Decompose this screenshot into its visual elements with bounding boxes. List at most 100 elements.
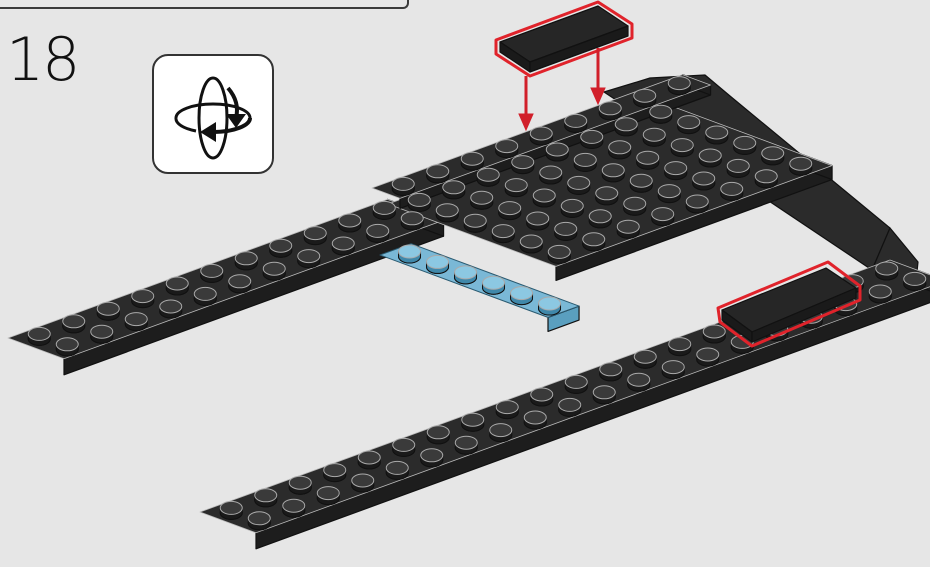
upper-plate-top xyxy=(8,199,444,358)
lower-plate-stud-top xyxy=(559,398,581,411)
back-plate-stud-top xyxy=(668,77,690,90)
center-plate-stud-top xyxy=(790,157,812,170)
lower-plate-stud-top xyxy=(703,325,725,338)
upper-plate-stud-top xyxy=(373,201,395,214)
upper-plate-stud-top xyxy=(56,338,78,351)
center-plate-stud-top xyxy=(492,225,514,238)
lower-plate-stud-top xyxy=(352,474,374,487)
lower-plate-stud-top xyxy=(565,375,587,388)
center-plate-stud-top xyxy=(540,166,562,179)
center-plate-stud-top xyxy=(658,185,680,198)
back-plate-stud-top xyxy=(530,127,552,140)
center-plate-stud-top xyxy=(721,182,743,195)
lower-plate-stud-top xyxy=(524,411,546,424)
blue-plate-stud-top xyxy=(483,276,505,289)
center-plate-stud-top xyxy=(678,116,700,129)
center-plate-stud-top xyxy=(436,204,458,217)
center-plate-stud-top xyxy=(512,156,534,169)
center-plate-stud-top xyxy=(589,210,611,223)
upper-plate-stud-top xyxy=(97,302,119,315)
upper-plate-stud-top xyxy=(298,250,320,263)
upper-plate-stud-top xyxy=(401,212,423,225)
center-plate-stud-top xyxy=(755,170,777,183)
center-plate-stud-top xyxy=(520,235,542,248)
back-plate-stud-top xyxy=(565,114,587,127)
upper-plate-stud-top xyxy=(132,290,154,303)
center-plate-stud-top xyxy=(505,179,527,192)
lower-plate-stud-top xyxy=(455,436,477,449)
center-plate-stud-top xyxy=(727,159,749,172)
center-plate-stud-top xyxy=(499,202,521,215)
lower-plate-stud-top xyxy=(393,438,415,451)
lower-plate-stud-top xyxy=(490,424,512,437)
upper-plate-stud-top xyxy=(332,237,354,250)
center-plate-stud-top xyxy=(548,245,570,258)
lower-plate-stud-top xyxy=(496,401,518,414)
lower-plate-stud-top xyxy=(593,386,615,399)
center-plate-stud-top xyxy=(637,151,659,164)
back-plate-stud-top xyxy=(461,152,483,165)
lower-plate-stud-top xyxy=(697,348,719,361)
back-plate-stud-top xyxy=(599,102,621,115)
center-plate-stud-top xyxy=(734,136,756,149)
back-plate-stud-top xyxy=(427,165,449,178)
lower-plate-stud-top xyxy=(628,373,650,386)
lower-plate-stud-top xyxy=(462,413,484,426)
center-plate-stud-top xyxy=(643,128,665,141)
center-plate-stud-top xyxy=(533,189,555,202)
upper-plate-stud-top xyxy=(367,224,389,237)
down-arrow-icon xyxy=(591,88,605,104)
lower-plate-stud-top xyxy=(220,501,242,514)
center-plate-stud-top xyxy=(561,199,583,212)
lower-plate-stud-top xyxy=(634,350,656,363)
center-plate-stud-top xyxy=(527,212,549,225)
lower-plate-stud-top xyxy=(876,262,898,275)
lower-plate-stud-top xyxy=(531,388,553,401)
blue-plate-stud-top xyxy=(399,245,421,258)
center-plate-stud-top xyxy=(477,168,499,181)
center-plate-stud-top xyxy=(699,149,721,162)
lower-plate-stud-top xyxy=(255,489,277,502)
center-plate-stud-top xyxy=(686,195,708,208)
lower-plate-stud-top xyxy=(317,487,339,500)
back-plate-stud-top xyxy=(392,177,414,190)
upper-plate-stud-top xyxy=(263,262,285,275)
center-plate-stud-top xyxy=(609,141,631,154)
center-plate-stud-top xyxy=(665,162,687,175)
center-plate-stud-top xyxy=(624,197,646,210)
upper-plate-stud-top xyxy=(270,239,292,252)
upper-plate-stud-top xyxy=(63,315,85,328)
lower-plate-stud-top xyxy=(669,338,691,351)
center-plate-stud-top xyxy=(596,187,618,200)
lower-plate-stud-top xyxy=(600,363,622,376)
center-plate-stud-top xyxy=(583,233,605,246)
down-arrow-icon xyxy=(519,114,533,130)
center-plate-stud-top xyxy=(762,147,784,160)
center-plate-stud-top xyxy=(464,214,486,227)
upper-plate-stud-top xyxy=(235,252,257,265)
upper-plate-stud-top xyxy=(229,275,251,288)
lower-plate-stud-top xyxy=(289,476,311,489)
center-plate-stud-top xyxy=(652,208,674,221)
lower-plate-stud-top xyxy=(324,464,346,477)
back-plate-stud-top xyxy=(634,89,656,102)
center-plate-stud-top xyxy=(671,139,693,152)
blue-plate-stud-top xyxy=(539,297,561,310)
lower-plate-stud-top xyxy=(869,285,891,298)
lower-plate-stud-top xyxy=(386,461,408,474)
upper-plate-stud-top xyxy=(339,214,361,227)
upper-plate-stud-top xyxy=(304,227,326,240)
lower-plate-stud-top xyxy=(283,499,305,512)
center-plate-stud-top xyxy=(706,126,728,139)
blue-plate-stud-top xyxy=(427,255,449,268)
center-plate-stud-top xyxy=(546,143,568,156)
center-plate-stud-top xyxy=(615,118,637,131)
upper-plate-stud-top xyxy=(28,327,50,340)
upper-plate-stud-top xyxy=(166,277,188,290)
upper-plate-stud-top xyxy=(160,300,182,313)
center-plate-stud-top xyxy=(555,222,577,235)
center-plate-stud-top xyxy=(408,193,430,206)
center-plate-stud-top xyxy=(568,176,590,189)
center-plate-stud-top xyxy=(443,181,465,194)
